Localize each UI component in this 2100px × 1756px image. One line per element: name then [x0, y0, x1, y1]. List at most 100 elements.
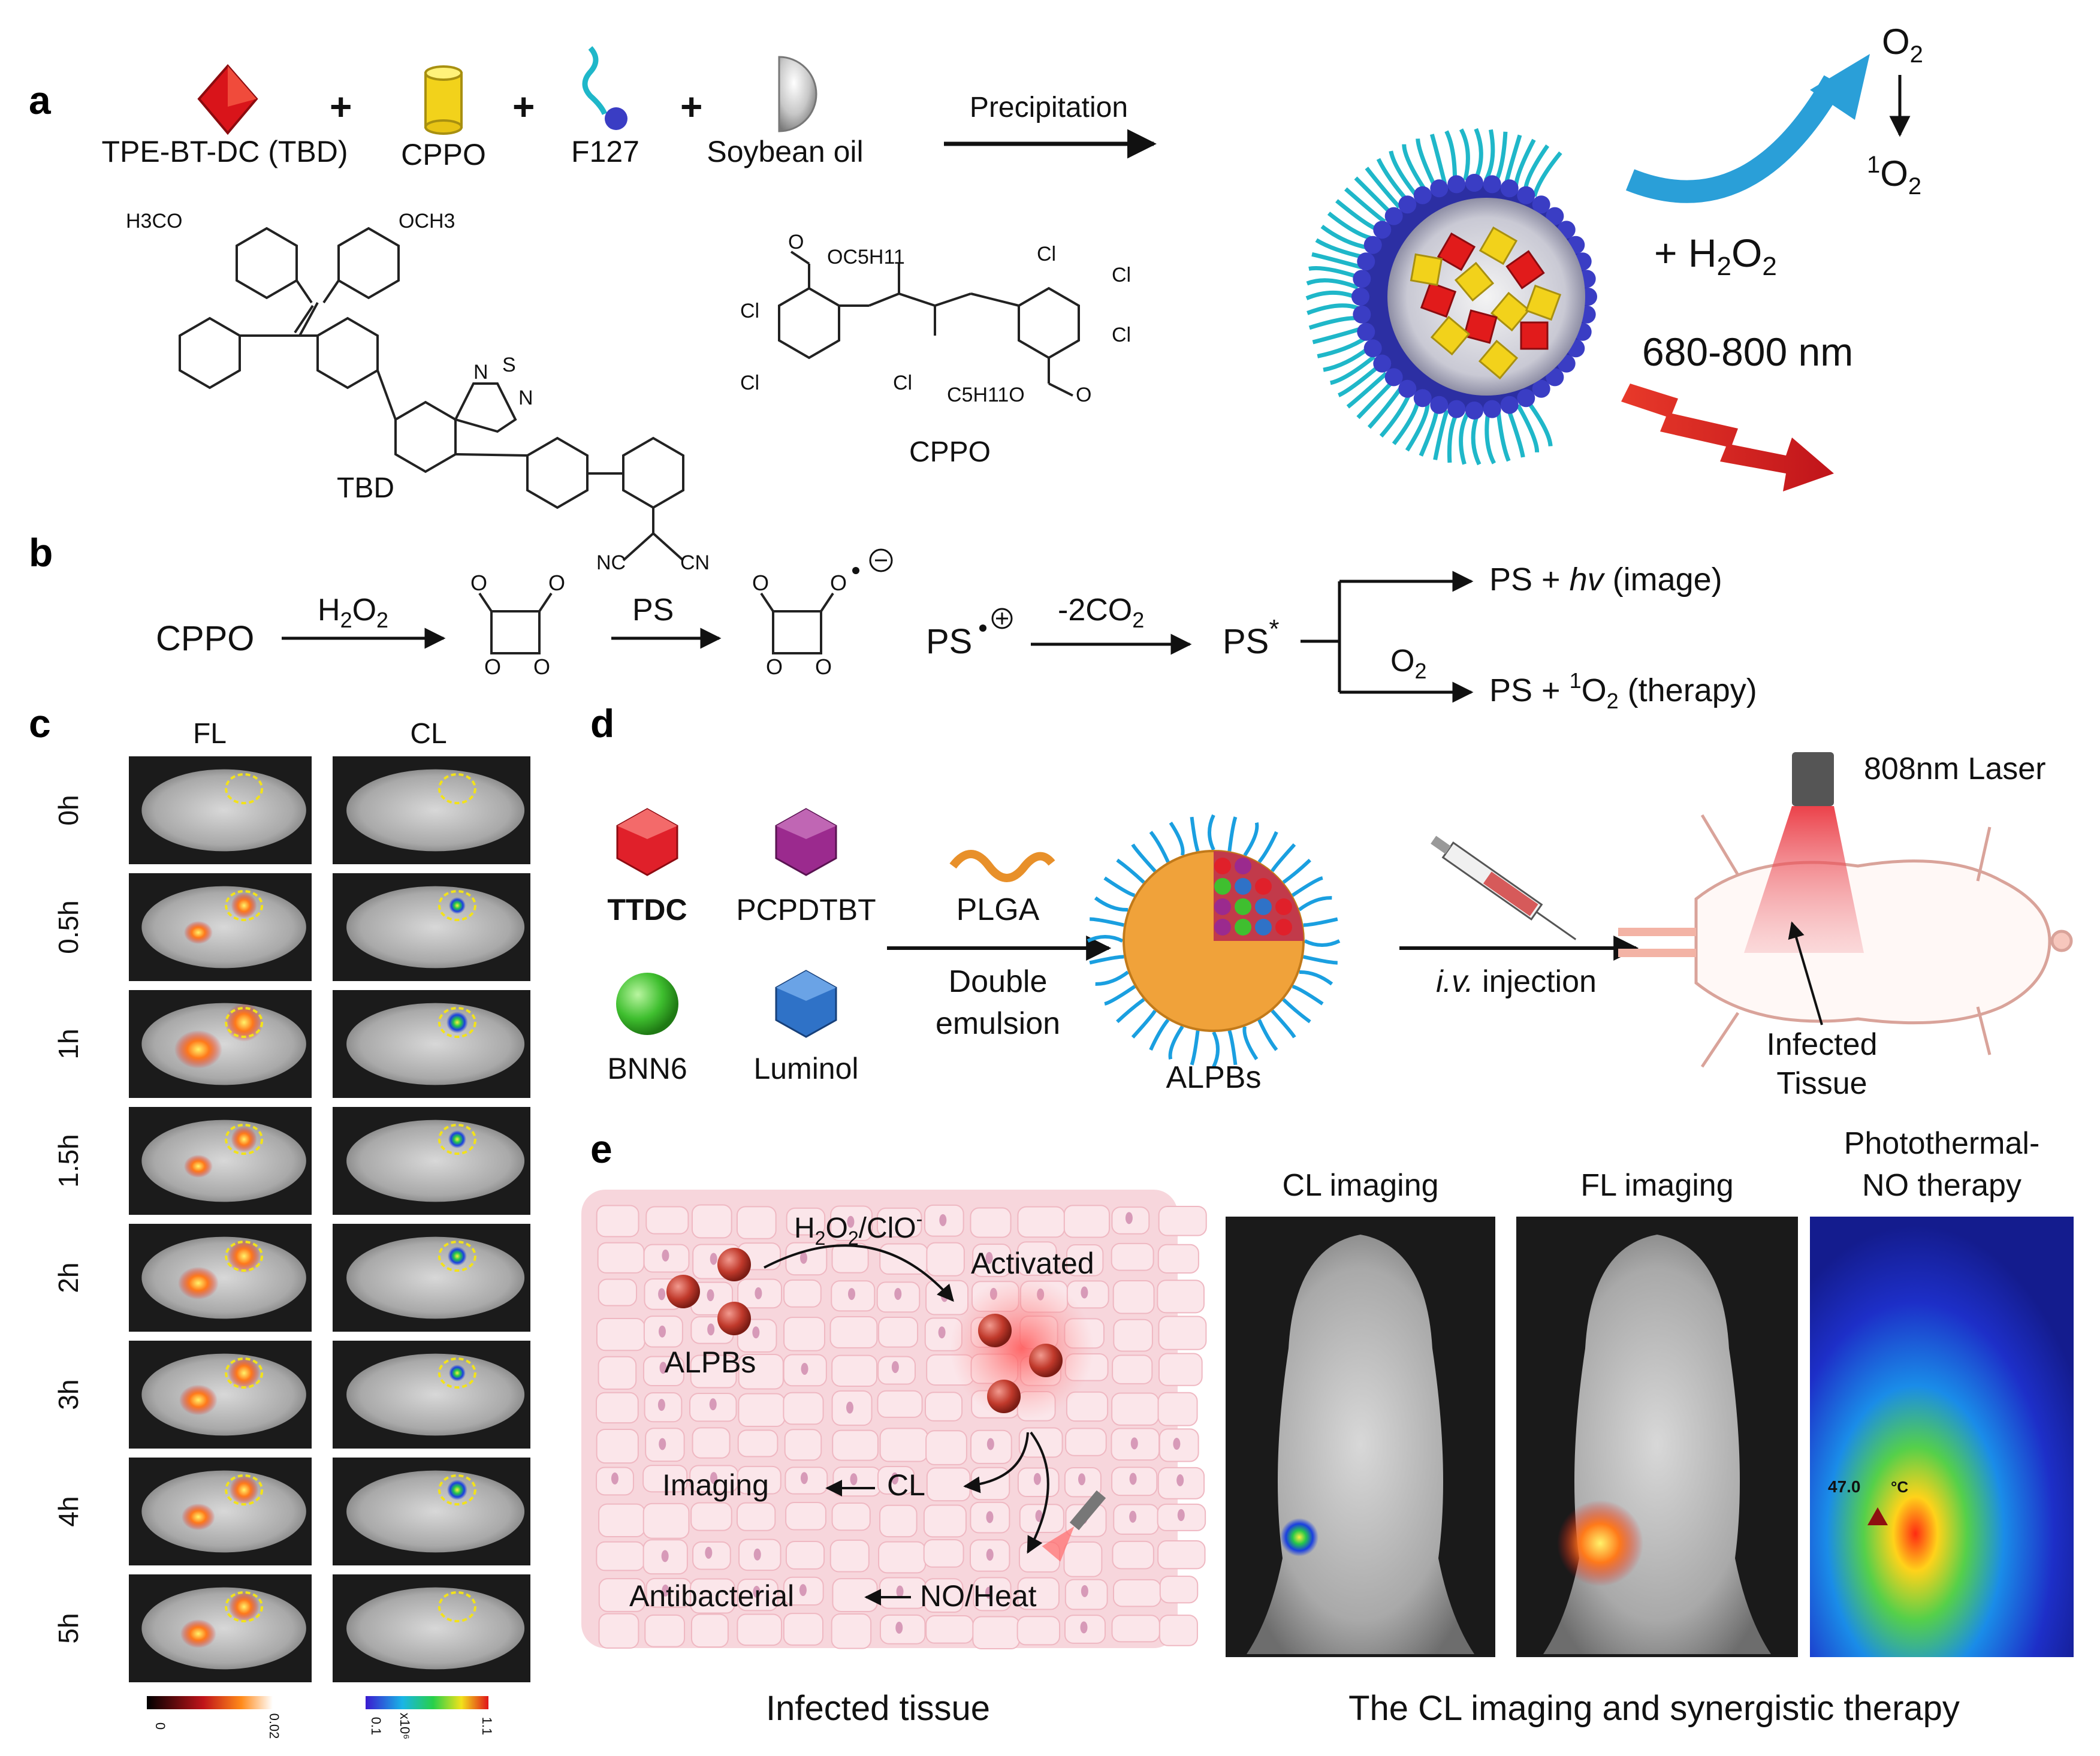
fl-site-signal: [231, 892, 257, 919]
fl-site-signal: [229, 1475, 259, 1505]
tissue-cell: [926, 1467, 971, 1502]
peg-strand: [1168, 1025, 1184, 1060]
encapsulated-cargo: [1275, 898, 1292, 915]
peg-strand: [1149, 831, 1170, 863]
f127-strand: [1402, 144, 1428, 192]
cell-nucleus: [705, 1546, 713, 1559]
mouse-body: [346, 1003, 525, 1085]
tissue-cell: [925, 1430, 967, 1465]
cl-site-signal: [446, 1480, 467, 1500]
peg-strand: [1304, 939, 1341, 947]
scale-tick: 0.1: [369, 1717, 384, 1736]
panel-e: e ALPBs H2O2/ClO- Activated CL Imaging N…: [581, 1126, 2074, 1728]
lipid-head: [1532, 379, 1550, 398]
activation-arrow: [764, 1244, 954, 1302]
tissue-cell: [1157, 1280, 1205, 1314]
lipid-head: [1413, 186, 1432, 204]
lipid-head: [1430, 396, 1449, 414]
oxygen-atom: O: [830, 571, 847, 595]
lipid-head: [1483, 400, 1501, 418]
lipid-head: [1373, 354, 1392, 373]
peg-strand: [1292, 985, 1324, 1006]
peg-strand: [1291, 876, 1323, 897]
peg-strand: [1131, 843, 1157, 873]
f127-strand: [1356, 379, 1395, 420]
tissue-cell: [1066, 1391, 1109, 1422]
radical-anion-structure: [760, 592, 834, 654]
tbd-group-label: S: [502, 354, 516, 376]
time-label: 0h: [53, 795, 84, 825]
tissue-cell: [832, 1578, 878, 1612]
cell-nucleus: [709, 1398, 717, 1411]
f127-strand: [1320, 224, 1369, 250]
lipid-head: [1500, 179, 1519, 198]
tissue-cell: [691, 1204, 732, 1239]
tissue-cell: [877, 1207, 922, 1238]
peg-strand: [1103, 876, 1136, 897]
oxygen-conversion-arrow: [1625, 75, 1844, 203]
peg-strand: [1149, 1018, 1170, 1051]
cell-nucleus: [707, 1289, 714, 1302]
lipid-head: [1353, 270, 1371, 288]
cell-nucleus: [938, 1326, 946, 1339]
peg-strand: [1090, 917, 1124, 927]
lipid-head: [1384, 207, 1403, 225]
tissue-cell: [970, 1207, 1012, 1238]
tissue-cell: [690, 1578, 735, 1614]
infection-site-marker: [437, 1474, 476, 1505]
panel-b: b CPPO H2O2 O O O O PS O O O O PS -2CO2 …: [29, 530, 1757, 713]
f127-strand: [1473, 128, 1483, 181]
f127-strand: [1306, 278, 1359, 289]
component-label: TTDC: [607, 893, 687, 927]
peg-strand: [1190, 816, 1200, 852]
cl-site-signal: [446, 1012, 468, 1033]
cl-imaging-photo: [1226, 1217, 1495, 1657]
peg-strand: [1094, 896, 1129, 912]
tissue-cell: [598, 1578, 645, 1612]
infection-site-marker: [225, 1474, 264, 1505]
peg-strand: [1116, 998, 1145, 1024]
tbd-structure: [179, 227, 684, 562]
reagent-label: TPE-BT-DC (TBD): [101, 135, 348, 168]
tissue-cell: [737, 1429, 779, 1458]
f127-strand: [1513, 138, 1536, 188]
cell-nucleus: [710, 1472, 717, 1485]
trigger-label: H2O2/ClO-: [794, 1208, 922, 1249]
peg-strand: [1131, 1009, 1157, 1039]
reagent-label: Soybean oil: [707, 135, 863, 168]
f127-strand: [1405, 403, 1430, 452]
peg-strand: [1298, 896, 1332, 912]
f127-strand: [1344, 187, 1386, 224]
injection-label: i.v. injection: [1436, 964, 1597, 999]
tissue-cell: [784, 1429, 822, 1461]
fl-body-signal: [183, 921, 213, 945]
time-label: 0.5h: [53, 900, 84, 954]
tissue-cell: [1158, 1205, 1207, 1236]
tbd-group-label: OCH3: [399, 210, 455, 233]
tissue-cell: [1063, 1541, 1103, 1577]
tissue-cell: [1157, 1392, 1198, 1426]
cell-nucleus: [1081, 1286, 1088, 1299]
alpbs-particle: [717, 1248, 751, 1281]
infection-site-marker: [437, 1007, 476, 1038]
cell-nucleus: [752, 1326, 760, 1339]
cppo-group-label: O: [1076, 384, 1091, 406]
tissue-cell: [924, 1578, 964, 1613]
mouse-body: [346, 769, 525, 852]
ps-radical-cation: PS: [926, 622, 972, 661]
fl-site-signal: [228, 1591, 260, 1622]
tissue-cell: [690, 1613, 729, 1648]
lipid-head: [1447, 400, 1466, 418]
peg-strand: [1169, 822, 1185, 856]
dioxetanedione-structure: [478, 592, 553, 654]
cell-nucleus: [985, 1586, 992, 1599]
mouse-body: [141, 769, 306, 852]
peg-strand: [1303, 917, 1338, 927]
time-label: 1.5h: [53, 1134, 84, 1188]
cell-nucleus: [657, 1399, 665, 1411]
cell-nucleus: [1078, 1473, 1086, 1486]
f127-strand: [1367, 386, 1403, 429]
panel-d: d TTDC PCPDTBT BNN6 Luminol PLGA Double …: [590, 701, 2073, 1101]
cl-site-signal: [448, 897, 466, 914]
plga-label: PLGA: [957, 892, 1040, 927]
